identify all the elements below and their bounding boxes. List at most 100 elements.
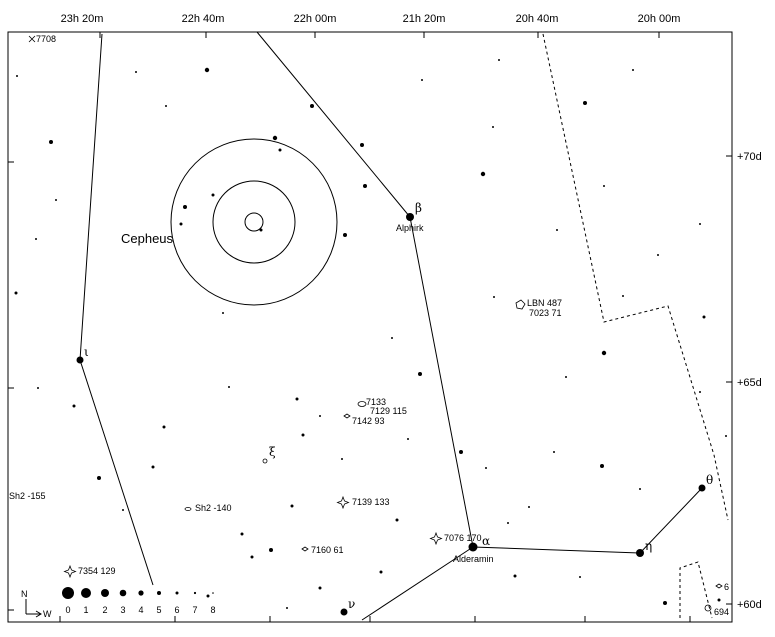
magnitude-label: 3 (120, 605, 125, 615)
field-star (363, 184, 367, 188)
ra-label: 20h 40m (516, 13, 559, 25)
field-star (492, 126, 494, 128)
object-label: 7708 (36, 34, 56, 44)
field-star (600, 464, 604, 468)
ra-label: 21h 20m (403, 13, 446, 25)
field-star (513, 574, 517, 578)
magnitude-label: 6 (174, 605, 179, 615)
field-star (319, 415, 321, 417)
magnitude-label: 8 (210, 605, 215, 615)
star-greek-label: ν (348, 597, 355, 611)
object-label: 7023 71 (529, 308, 562, 318)
star-eta (636, 549, 644, 557)
object-label: 7142 93 (352, 416, 385, 426)
field-star (485, 467, 487, 469)
ra-ticks (59, 32, 691, 622)
chart-frame (7, 31, 733, 623)
field-star (421, 79, 423, 81)
compass: N W (21, 589, 52, 619)
field-star (528, 506, 530, 508)
object-label: 7139 133 (352, 497, 390, 507)
object-label: 7076 170 (444, 533, 482, 543)
field-star (603, 185, 605, 187)
cluster-marker (63, 564, 77, 579)
object-label: 6 (724, 582, 729, 592)
field-star (278, 148, 282, 152)
field-star (240, 532, 244, 536)
field-star (35, 238, 37, 240)
star-greek-label: ι (84, 345, 89, 359)
ra-label: 22h 40m (182, 13, 225, 25)
compass-west: W (43, 609, 52, 619)
object-marker (357, 401, 367, 407)
field-star (553, 451, 555, 453)
magnitude-label: 2 (102, 605, 107, 615)
field-star (418, 372, 422, 376)
magnitude-scale (62, 587, 214, 599)
field-star (583, 101, 587, 105)
field-star (493, 296, 495, 298)
constellation-label: Cepheus (121, 231, 174, 246)
object-marker (184, 507, 192, 511)
field-stars (14, 59, 727, 609)
deep-sky-objects[interactable] (28, 35, 723, 612)
field-star (565, 376, 567, 378)
magnitude-label: 7 (192, 605, 197, 615)
cluster-marker (429, 531, 443, 546)
field-star (657, 254, 659, 256)
field-star (343, 233, 347, 237)
object-label: Sh2 -155 (9, 491, 46, 501)
star-theta (698, 484, 706, 492)
field-star (717, 598, 721, 602)
field-star (318, 586, 322, 590)
field-star (295, 397, 299, 401)
field-star (498, 59, 500, 61)
constellation-boundary (542, 33, 729, 619)
object-marker (28, 35, 36, 43)
field-star (55, 199, 57, 201)
dec-label: +70d (737, 151, 762, 163)
field-star (290, 504, 294, 508)
field-star (360, 143, 364, 147)
field-star (391, 337, 393, 339)
dec-ticks (8, 155, 732, 611)
star-beta (406, 213, 414, 221)
ra-label: 20h 00m (638, 13, 681, 25)
bright-stars[interactable] (76, 213, 706, 616)
magnitude-label: 5 (156, 605, 161, 615)
object-marker (704, 604, 712, 612)
field-star (459, 450, 463, 454)
magnitude-scale-labels: 0 1 2 3 4 5 6 7 8 (65, 605, 215, 615)
field-star (72, 404, 76, 408)
field-star (211, 193, 215, 197)
star-name-label: Alderamin (453, 554, 494, 564)
field-star (407, 438, 409, 440)
dec-label: +65d (737, 377, 762, 389)
object-marker (715, 583, 723, 589)
dec-label: +60d (737, 599, 762, 611)
field-star (222, 312, 224, 314)
field-star (663, 601, 667, 605)
star-greek-label: η (645, 539, 652, 553)
field-star (204, 67, 210, 73)
star-greek-label: θ (706, 473, 713, 487)
field-star (699, 391, 701, 393)
star-greek-label: ξ (269, 445, 276, 459)
object-label: 7133 (366, 397, 386, 407)
field-star (579, 576, 581, 578)
field-of-view-circles (170, 138, 338, 306)
object-label: LBN 487 (527, 298, 562, 308)
field-star (556, 229, 558, 231)
field-star (250, 555, 254, 559)
field-star (632, 69, 634, 71)
star-name-label: Alphirk (396, 223, 424, 233)
field-star (179, 222, 183, 226)
field-star (206, 594, 210, 598)
object-marker (262, 458, 268, 464)
magnitude-label: 4 (138, 605, 143, 615)
field-star (14, 291, 18, 295)
field-star (183, 205, 187, 209)
object-marker (343, 413, 351, 419)
field-star (269, 548, 273, 552)
